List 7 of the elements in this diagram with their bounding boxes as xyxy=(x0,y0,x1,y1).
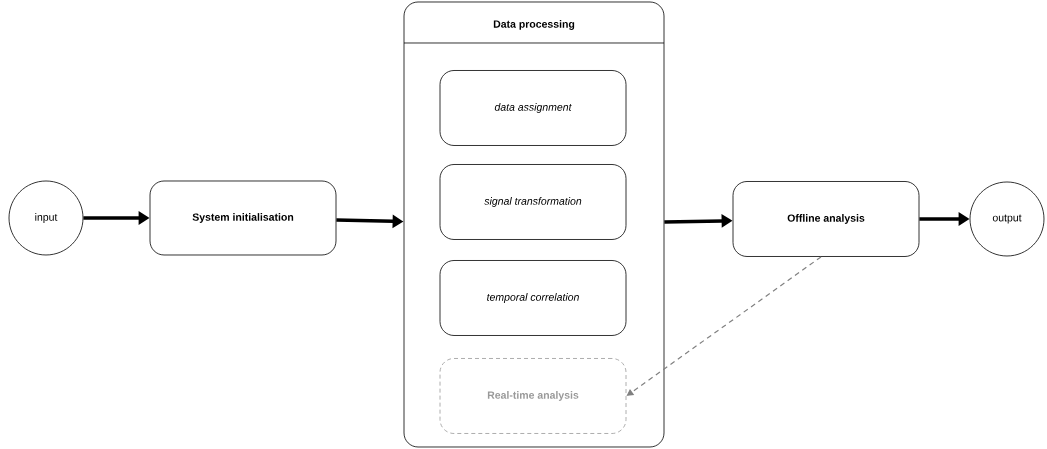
process-box: signal transformation xyxy=(439,164,627,240)
process-box: temporal correlation xyxy=(439,260,627,336)
process-box: Offline analysis xyxy=(732,181,920,257)
process-box: System initialisation xyxy=(149,180,337,256)
arrow xyxy=(626,256,822,396)
process-box: data assignment xyxy=(439,70,627,146)
dashed-process-box: Real-time analysis xyxy=(439,358,627,434)
